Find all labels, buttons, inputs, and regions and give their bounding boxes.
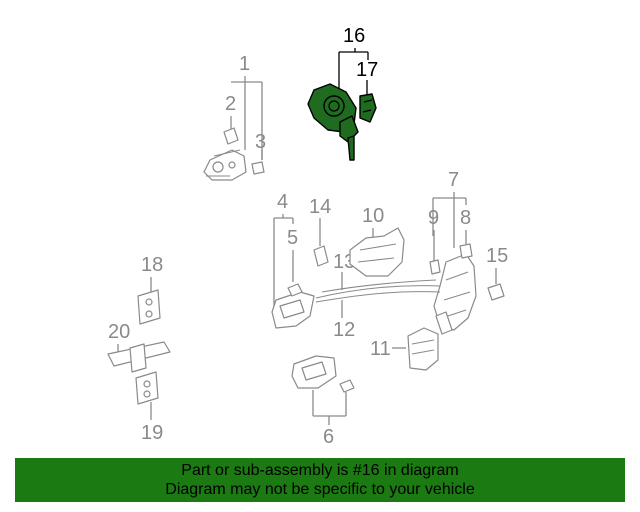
part-lock-cylinder-16 [307,83,359,161]
part-latch-7 [433,253,477,335]
part-handle-bezel-6 [291,355,355,393]
callout-18: 18 [141,254,163,276]
info-banner: Part or sub-assembly is #16 in diagram D… [15,458,625,502]
part-check-link-20 [107,341,171,373]
part-cable-13 [321,279,437,293]
callout-2: 2 [225,93,236,115]
banner-line-1: Part or sub-assembly is #16 in diagram [181,462,459,479]
part-inside-handle-4 [271,291,315,329]
callout-12: 12 [333,319,355,341]
part-handle-assembly-1 [203,149,247,181]
part-clip-15 [487,283,505,301]
banner-line-2: Diagram may not be specific to your vehi… [165,481,475,498]
callout-5: 5 [287,227,298,249]
part-clip-8 [459,243,473,259]
part-screw-5 [287,283,303,297]
part-rod-clip-3 [251,161,265,175]
callout-3: 3 [255,131,266,153]
callout-10: 10 [362,205,384,227]
part-hinge-18 [137,289,161,325]
part-lock-retainer-17 [359,93,377,123]
part-cover-11 [407,327,439,371]
part-clip-2 [223,127,239,145]
part-rod-9 [429,259,441,275]
leader-lines [117,48,497,425]
callout-15: 15 [486,245,508,267]
part-cable-12 [315,285,441,303]
callout-1: 1 [239,53,250,75]
callout-20: 20 [108,321,130,343]
callout-6: 6 [323,426,334,448]
callout-7: 7 [448,169,459,191]
callout-14: 14 [309,196,331,218]
callout-17: 17 [356,59,378,81]
callout-19: 19 [141,422,163,444]
part-hinge-19 [135,371,159,405]
part-lock-actuator-10 [349,227,405,277]
callout-16: 16 [343,25,365,47]
callout-11: 11 [370,338,391,360]
callout-8: 8 [460,207,471,229]
part-clip-14 [313,245,329,267]
callout-4: 4 [277,191,288,213]
